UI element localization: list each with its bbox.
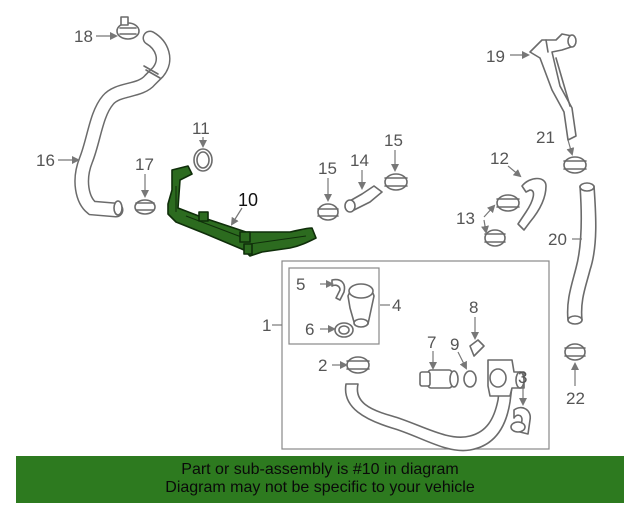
- part-13-clamp-upper[interactable]: [496, 194, 520, 212]
- part-5-clip[interactable]: [331, 278, 346, 301]
- callout-21[interactable]: 21: [536, 128, 555, 147]
- callout-15-right[interactable]: 15: [384, 131, 403, 150]
- part-10-coolant-pipe[interactable]: [167, 165, 317, 257]
- part-13-clamp-lower[interactable]: [484, 229, 506, 247]
- callout-10[interactable]: 10: [238, 190, 258, 210]
- part-9-o-ring[interactable]: [463, 370, 477, 388]
- part-4-elbow[interactable]: [347, 283, 375, 328]
- callout-18[interactable]: 18: [74, 27, 93, 46]
- part-16-hose[interactable]: [74, 30, 171, 218]
- leader-lines: [58, 32, 582, 406]
- part-15-clamp-left[interactable]: [317, 203, 339, 221]
- part-7-sensor[interactable]: [419, 369, 459, 389]
- callout-6[interactable]: 6: [305, 320, 314, 339]
- callout-8[interactable]: 8: [469, 298, 478, 317]
- callout-7[interactable]: 7: [427, 333, 436, 352]
- part-17-clamp[interactable]: [134, 199, 156, 215]
- part-3-lower-hose[interactable]: [344, 383, 513, 452]
- part-11-o-ring[interactable]: [193, 148, 213, 172]
- part-3-clamp[interactable]: [510, 406, 532, 435]
- callout-20[interactable]: 20: [548, 230, 567, 249]
- part-18-clamp[interactable]: [116, 16, 140, 40]
- callout-11[interactable]: 11: [192, 119, 210, 138]
- part-15-clamp-right[interactable]: [384, 173, 408, 191]
- callout-5[interactable]: 5: [296, 275, 305, 294]
- part-21-clamp[interactable]: [563, 156, 587, 174]
- banner-line-2: Diagram may not be specific to your vehi…: [165, 479, 475, 496]
- part-22-clamp[interactable]: [564, 343, 586, 361]
- part-8-clip[interactable]: [469, 339, 485, 357]
- part-19-pipe[interactable]: [529, 33, 577, 141]
- callout-19[interactable]: 19: [486, 47, 505, 66]
- callout-labels: 18 16 17 11 10 15 14 15 12 13 19 21 20 2…: [36, 27, 585, 408]
- callout-4[interactable]: 4: [392, 296, 401, 315]
- callout-15-left[interactable]: 15: [318, 159, 337, 178]
- callout-2[interactable]: 2: [318, 356, 327, 375]
- part-1-assembly-box: [281, 260, 550, 450]
- part-20-hose[interactable]: [566, 182, 597, 325]
- part-thermostat-housing[interactable]: [487, 359, 525, 397]
- part-2-clamp[interactable]: [346, 356, 370, 374]
- callout-16[interactable]: 16: [36, 151, 55, 170]
- callout-9[interactable]: 9: [450, 335, 459, 354]
- callout-22[interactable]: 22: [566, 389, 585, 408]
- callout-13[interactable]: 13: [456, 209, 475, 228]
- callout-14[interactable]: 14: [350, 151, 369, 170]
- part-12-hose[interactable]: [517, 177, 547, 231]
- part-14-hose[interactable]: [344, 185, 383, 213]
- info-banner: Part or sub-assembly is #10 in diagram D…: [16, 456, 624, 503]
- callout-12[interactable]: 12: [490, 149, 509, 168]
- banner-line-1: Part or sub-assembly is #10 in diagram: [181, 461, 459, 478]
- callout-17[interactable]: 17: [135, 155, 154, 174]
- callout-1[interactable]: 1: [262, 316, 271, 335]
- callout-3[interactable]: 3: [518, 368, 527, 387]
- part-6-o-ring[interactable]: [334, 322, 354, 338]
